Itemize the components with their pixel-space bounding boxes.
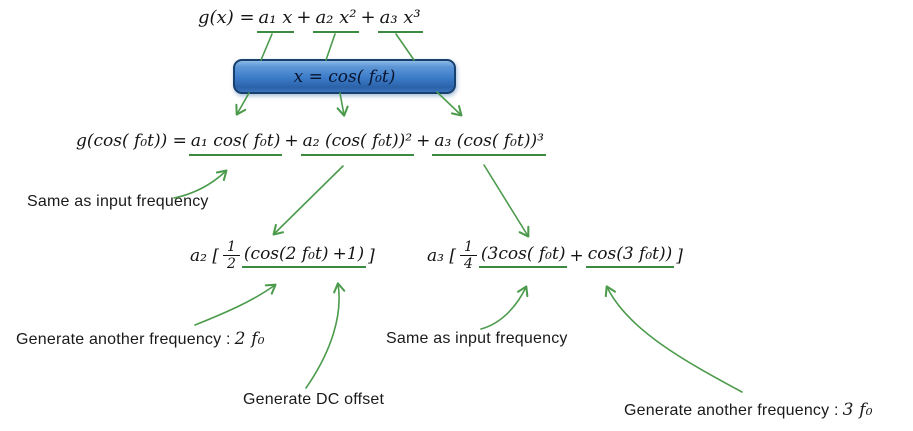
eq-a3-prefix: a₃ [ xyxy=(427,245,456,266)
eq-poly-prefix: g(x) = xyxy=(198,7,255,28)
equation-a2-identity: a₂ [ 1 2 (cos(2 f₀t) +1) ] xyxy=(188,239,377,272)
connector-term3-to-pill xyxy=(395,33,415,61)
equation-expanded: g(cos( f₀t)) = a₁ cos( f₀t)+a₂ (cos( f₀t… xyxy=(74,131,546,156)
eq-poly-plus1: + xyxy=(296,7,312,28)
substitution-pill: x = cos( f₀t) xyxy=(233,59,456,94)
eq-a3-plus: + xyxy=(569,245,584,266)
eq-a3-term2: cos(3 f₀t)) xyxy=(585,244,675,268)
eq-poly-term2: a₂ x² xyxy=(313,7,359,33)
label-generate-2f0: Generate another frequency :2 f₀ xyxy=(16,329,265,349)
eq-a3-term1: (3cos( f₀t) xyxy=(478,244,568,268)
eq-exp-plus1: + xyxy=(284,131,299,151)
arrow-gen-3f0-to-term xyxy=(604,285,743,393)
fraction-numerator: 1 xyxy=(227,239,236,255)
fraction-denominator: 2 xyxy=(223,255,240,272)
eq-poly-term1: a₁ x xyxy=(256,7,295,33)
eq-a3-suffix: ] xyxy=(676,245,683,266)
arrow-term3-to-a3-identity xyxy=(483,164,530,238)
arrow-same-input-2-to-term xyxy=(480,285,529,330)
eq-poly-term3: a₃ x³ xyxy=(377,7,423,33)
fraction-one-half: 1 2 xyxy=(223,239,240,272)
label-generate-dc-offset: Generate DC offset xyxy=(243,391,385,408)
eq-exp-term2: a₂ (cos( f₀t))² xyxy=(300,131,415,156)
arrow-term2-to-a2-identity xyxy=(272,165,344,236)
arrow-pill-to-expanded-3 xyxy=(436,91,463,117)
eq-poly-plus2: + xyxy=(360,7,376,28)
label-generate-3f0-math: 3 f₀ xyxy=(842,400,873,420)
fraction-one-quarter: 1 4 xyxy=(460,239,477,272)
label-generate-3f0-text: Generate another frequency : xyxy=(624,402,839,419)
eq-a2-suffix: ] xyxy=(368,245,375,266)
eq-exp-term1: a₁ cos( f₀t) xyxy=(188,131,283,156)
eq-exp-plus2: + xyxy=(416,131,431,151)
arrow-dc-offset-to-term xyxy=(305,282,346,389)
fraction-numerator: 1 xyxy=(464,239,473,255)
label-same-input-frequency-1: Same as input frequency xyxy=(27,193,209,210)
arrow-gen-2f0-to-term xyxy=(194,283,277,326)
eq-exp-term3: a₃ (cos( f₀t))³ xyxy=(432,131,546,156)
label-generate-2f0-math: 2 f₀ xyxy=(234,329,265,349)
label-generate-3f0: Generate another frequency :3 f₀ xyxy=(624,400,873,420)
fraction-denominator: 4 xyxy=(460,255,477,272)
equation-polynomial: g(x) = a₁ x+a₂ x²+a₃ x³ xyxy=(196,7,423,33)
eq-a2-prefix: a₂ [ xyxy=(190,245,219,266)
equation-a3-identity: a₃ [ 1 4 (3cos( f₀t) + cos(3 f₀t)) ] xyxy=(425,239,685,272)
label-same-input-frequency-2: Same as input frequency xyxy=(386,330,568,347)
eq-exp-prefix: g(cos( f₀t)) = xyxy=(76,131,187,151)
label-generate-2f0-text: Generate another frequency : xyxy=(16,331,231,348)
arrow-pill-to-expanded-1 xyxy=(235,92,250,116)
eq-a2-term2: +1) xyxy=(330,244,367,268)
equation-substitution: x = cos( f₀t) xyxy=(293,66,396,87)
arrow-pill-to-expanded-2 xyxy=(336,92,349,117)
eq-a2-term1: (cos(2 f₀t) xyxy=(241,244,331,268)
connector-term1-to-pill xyxy=(260,33,273,61)
connector-term2-to-pill xyxy=(325,33,336,61)
